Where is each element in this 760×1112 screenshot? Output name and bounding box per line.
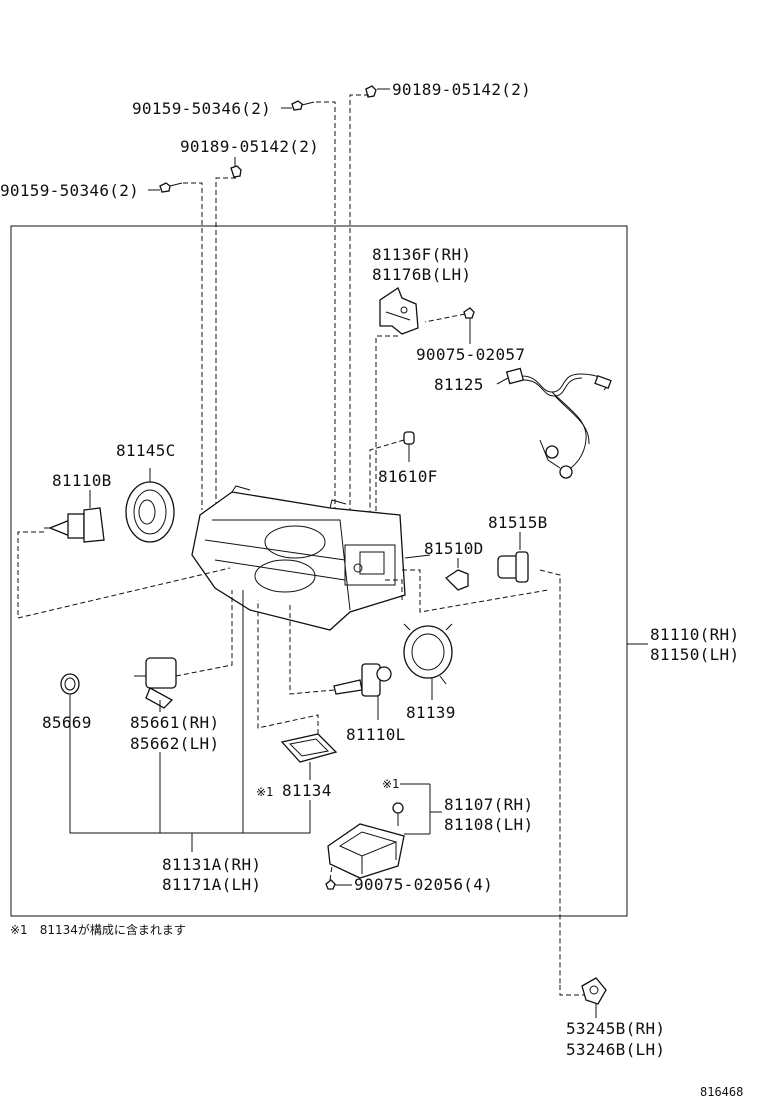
label-screw-ballast: 90075-02056(4) <box>354 875 493 894</box>
label-unit-lh: 81171A(LH) <box>162 875 261 894</box>
label-protector-rh: 53245B(RH) <box>566 1019 665 1038</box>
label-screw-left: 90159-50346(2) <box>0 181 139 200</box>
label-protector-lh: 53246B(LH) <box>566 1040 665 1059</box>
screw-icon <box>291 100 315 111</box>
label-socket: 81515B <box>488 513 548 532</box>
small-bulb-icon <box>403 431 415 445</box>
leveling-motor-icon <box>134 657 177 709</box>
label-assy-rh: 81110(RH) <box>650 625 739 644</box>
label-seal-ring: 85669 <box>42 713 92 732</box>
headlamp-housing-icon <box>191 485 406 631</box>
label-unit-rh: 81131A(RH) <box>162 855 261 874</box>
label-cover: 81145C <box>116 441 176 460</box>
label-wire: 81125 <box>434 375 484 394</box>
screw-icon <box>159 182 183 193</box>
label-ballast-lh: 81108(LH) <box>444 815 533 834</box>
label-gasket-mark: ※1 <box>256 785 273 799</box>
label-bracket-rh: 81136F(RH) <box>372 245 471 264</box>
bracket-icon <box>379 287 419 335</box>
label-gasket: 81134 <box>282 781 332 800</box>
label-screw-bracket: 90075-02057 <box>416 345 525 364</box>
screw-icon <box>463 307 475 319</box>
label-bolt-top-right: 90189-05142(2) <box>392 80 531 99</box>
ballast-computer-icon <box>327 802 405 879</box>
label-assy-lh: 81150(LH) <box>650 645 739 664</box>
hi-beam-bulb-icon <box>44 507 105 543</box>
gasket-icon <box>280 733 338 763</box>
label-bracket-lh: 81176B(LH) <box>372 265 471 284</box>
footnote: ※1 81134が構成に含まれます <box>10 922 186 937</box>
label-ballast-mark: ※1 <box>382 777 399 791</box>
socket-icon <box>497 551 529 583</box>
wire-harness-icon <box>505 367 612 479</box>
lo-beam-bulb-icon <box>333 663 392 697</box>
label-screw-top: 90159-50346(2) <box>132 99 271 118</box>
screw-icon <box>325 879 336 890</box>
side-bulb-icon <box>444 569 469 591</box>
label-ballast-rh: 81107(RH) <box>444 795 533 814</box>
label-bulb-high: 81110B <box>52 471 112 490</box>
label-ring-cover: 81139 <box>406 703 456 722</box>
protector-clip-icon <box>581 977 607 1005</box>
label-motor-rh: 85661(RH) <box>130 713 219 732</box>
figure-number: 816468 <box>700 1085 743 1099</box>
label-motor-lh: 85662(LH) <box>130 734 219 753</box>
o-ring-icon <box>60 673 80 695</box>
label-bulb-small: 81610F <box>378 467 438 486</box>
bolt-icon <box>230 165 242 178</box>
label-bolt-mid: 90189-05142(2) <box>180 137 319 156</box>
dust-cover-icon <box>125 481 175 543</box>
label-bulb-side: 81510D <box>424 539 484 558</box>
bolt-icon <box>365 85 377 98</box>
assembly-frame <box>10 225 628 917</box>
retaining-ring-icon <box>403 623 453 685</box>
label-bulb-low: 81110L <box>346 725 406 744</box>
